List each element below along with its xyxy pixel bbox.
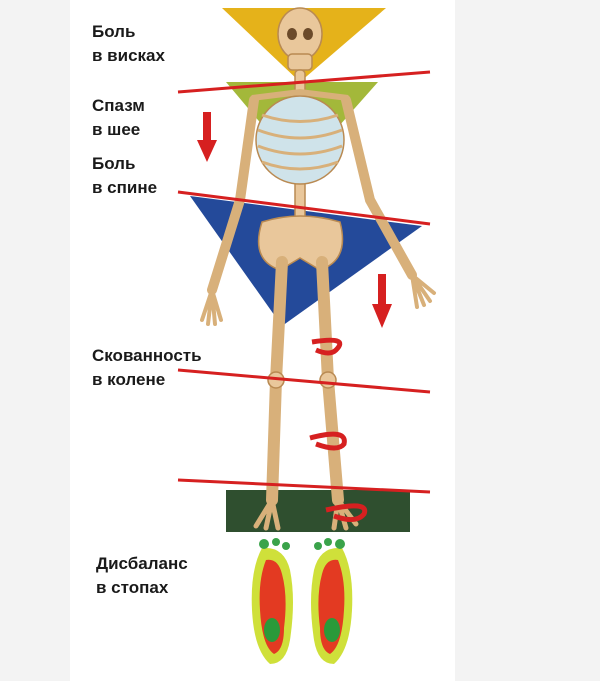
label-neck-line1: Спазм	[92, 96, 145, 115]
marker-line-knee	[177, 368, 431, 394]
curved-arrow-icon	[309, 431, 347, 451]
label-temples: Боль в висках	[92, 20, 165, 68]
curved-arrow-icon	[325, 503, 368, 522]
label-feet-line2: в стопах	[96, 578, 169, 597]
label-temples-line2: в висках	[92, 46, 165, 65]
label-back-line1: Боль	[92, 154, 136, 173]
curved-arrow-icon	[311, 337, 343, 356]
marker-line-ankle	[177, 478, 431, 494]
label-back-line2: в спине	[92, 178, 158, 197]
red-marker-lines	[177, 70, 431, 494]
label-temples-line1: Боль	[92, 22, 136, 41]
label-feet-line1: Дисбаланс	[96, 554, 188, 573]
marker-line-head	[177, 70, 431, 94]
label-knee: Скованность в колене	[92, 344, 202, 392]
arrow-down-icon	[197, 112, 217, 162]
label-knee-line2: в колене	[92, 370, 166, 389]
label-back: Боль в спине	[92, 152, 157, 200]
arrow-down-icon	[372, 274, 392, 328]
skeleton-figure	[200, 7, 436, 531]
label-knee-line1: Скованность	[92, 346, 202, 365]
marker-line-back	[177, 190, 431, 226]
footprint-pressure-map	[251, 538, 353, 664]
label-neck-line2: в шее	[92, 120, 141, 139]
label-feet: Дисбаланс в стопах	[96, 552, 188, 600]
label-neck: Спазм в шее	[92, 94, 145, 142]
